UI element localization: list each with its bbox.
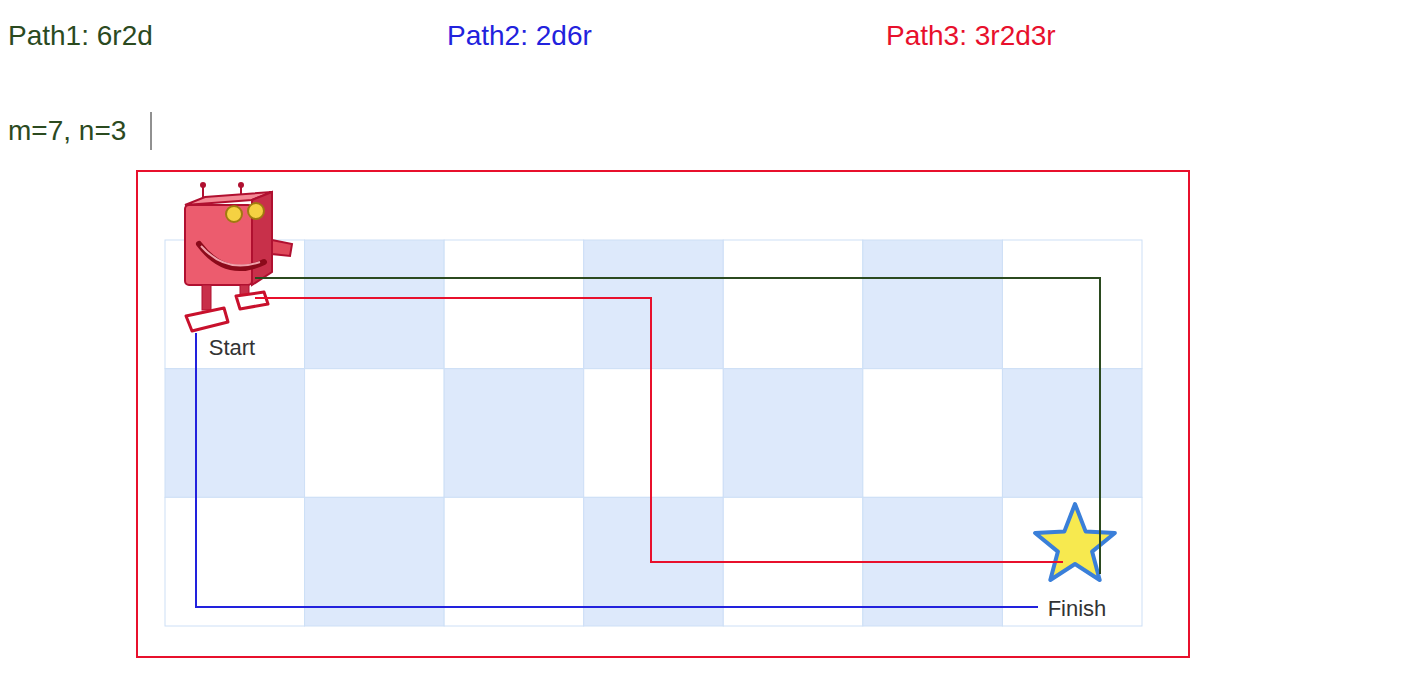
grid-cell [1002,369,1142,498]
path-legend-text: Path2: 2d6r [447,22,592,50]
grid-cell [305,240,445,369]
text-cursor [151,112,152,150]
checker-grid [165,240,1142,626]
grid-cell [584,369,724,498]
grid-cell [863,240,1003,369]
path-legend-text: Path3: 3r2d3r [886,22,1056,50]
path-legend-text: Path1: 6r2d [8,22,153,50]
path3-line [255,298,1063,562]
robot-icon [185,182,292,331]
finish-star [1035,504,1115,580]
finish-label: Finish [1048,598,1107,620]
start-label: Start [209,337,255,359]
grid-cell [863,369,1003,498]
grid-cell [444,240,584,369]
grid-cell [444,369,584,498]
grid-cell [305,369,445,498]
outer-frame [137,171,1189,657]
grid-cell [584,240,724,369]
path2-line [196,333,1038,607]
grid-cell [165,369,305,498]
grid-cell [723,240,863,369]
path1-line [255,278,1100,574]
grid-cell [1002,240,1142,369]
grid-cell [723,369,863,498]
grid-size-text: m=7, n=3 [8,117,126,145]
